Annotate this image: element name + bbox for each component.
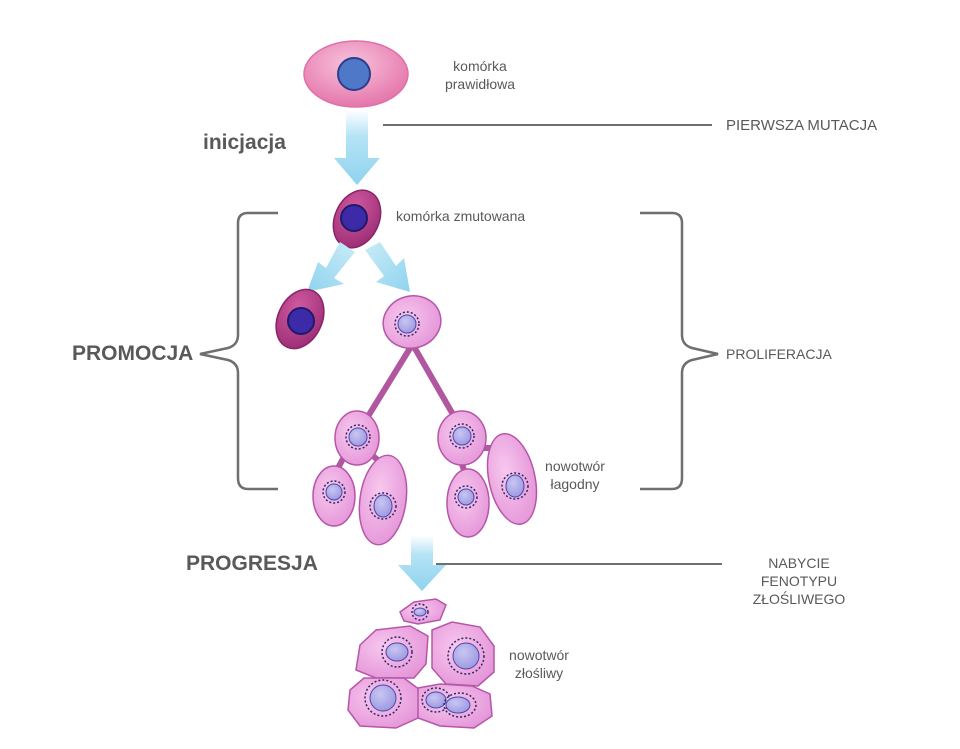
proliferation-label: PROLIFERACJA <box>726 346 832 362</box>
stage-promotion: PROMOCJA <box>72 342 194 365</box>
benign-cell <box>486 433 538 525</box>
malignant-nuclei <box>364 603 485 718</box>
benign-tumor-label-line1: nowotwór <box>545 458 605 474</box>
benign-cell <box>437 410 487 466</box>
malignant-phenotype-label-line2: ZŁOŚLIWEGO <box>752 591 846 607</box>
mutated-cell-label: komórka zmutowana <box>396 208 526 224</box>
malignant-phenotype-label-line1: NABYCIE FENOTYPU <box>760 555 838 589</box>
normal-cell-label-line2: prawidłowa <box>444 76 516 92</box>
stage-progression: PROGRESJA <box>186 552 318 575</box>
benign-cell <box>334 410 380 466</box>
benign-tumor-label-line2: łagodny <box>550 476 600 492</box>
malignant-tumor-label-line2: złośliwy <box>514 665 564 681</box>
left-bracket <box>199 211 278 491</box>
mutated-daughter-cell <box>275 288 325 350</box>
benign-cell <box>312 465 356 527</box>
benign-tumor-label: nowotwór łagodny <box>540 457 610 493</box>
normal-cell-label-line1: komórka <box>453 58 507 74</box>
benign-cell <box>358 454 408 546</box>
split-arrow-left <box>307 242 355 292</box>
right-bracket <box>640 211 719 491</box>
split-arrow-right <box>365 242 410 292</box>
malignant-tumor-label: nowotwór złośliwy <box>504 646 574 682</box>
initiation-arrow <box>334 110 380 185</box>
malignant-phenotype-label: NABYCIE FENOTYPU ZŁOŚLIWEGO <box>729 554 869 608</box>
proliferating-cell-top <box>382 295 442 349</box>
normal-cell-label: komórka prawidłowa <box>420 57 540 93</box>
normal-cell <box>303 40 409 108</box>
progression-arrow <box>398 535 446 591</box>
benign-cell <box>446 468 490 538</box>
stage-initiation: inicjacja <box>203 131 286 154</box>
mutated-cell <box>332 189 382 249</box>
first-mutation-label: PIERWSZA MUTACJA <box>726 117 878 134</box>
malignant-tumor-label-line1: nowotwór <box>509 647 569 663</box>
